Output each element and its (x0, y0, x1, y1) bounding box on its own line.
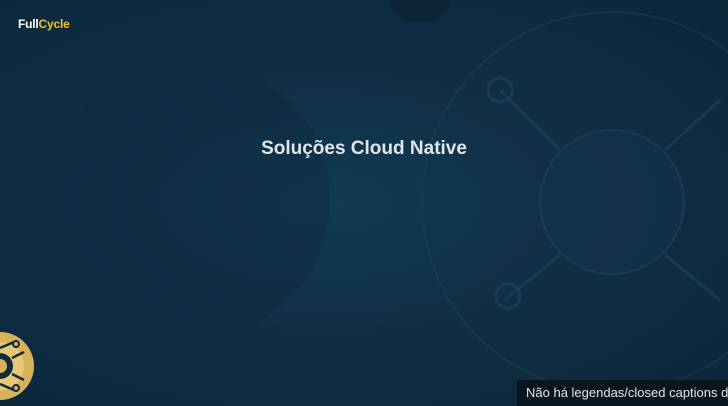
closed-captions-overlay: Não há legendas/closed captions d (517, 380, 728, 406)
logo-text-full: Full (18, 17, 39, 31)
slide-title: Soluções Cloud Native (261, 138, 467, 159)
closed-captions-text: Não há legendas/closed captions d (526, 385, 728, 400)
puzzle-wheel-icon (0, 332, 34, 400)
fullcycle-logo: FullCycle (18, 17, 70, 31)
logo-text-cycle: Cycle (38, 17, 70, 31)
